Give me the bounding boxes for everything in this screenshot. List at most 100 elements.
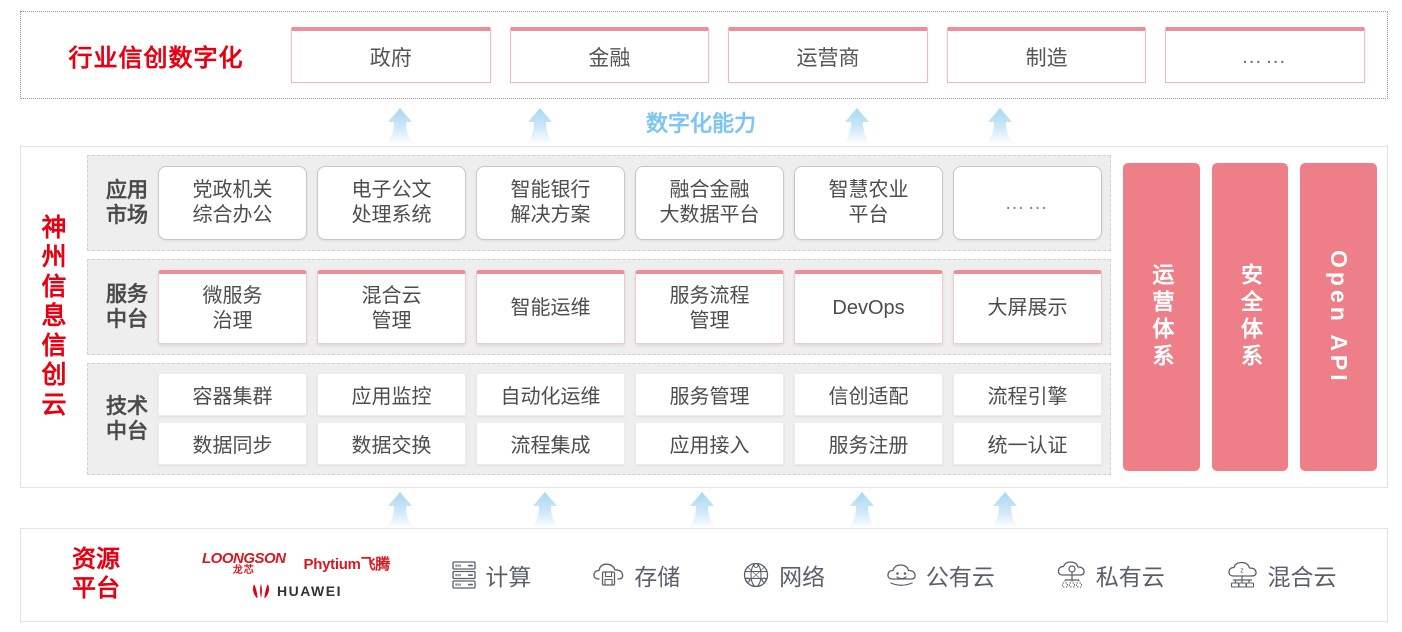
tech-cell-data-exchange[interactable]: 数据交换 (317, 422, 466, 465)
up-arrow-icon (688, 492, 716, 528)
cloud-title-char: 神 (41, 213, 67, 242)
cloud-title-char: 信 (41, 331, 67, 360)
loongson-logo-cn: 龙芯 (232, 565, 255, 576)
cell-line: 混合云 (361, 284, 422, 307)
pillar-security-system[interactable]: 安全体系 (1211, 163, 1289, 471)
pillar-open-api[interactable]: Open API (1300, 163, 1378, 471)
cell-line: 融合金融 (669, 179, 750, 201)
up-arrow-icon (848, 492, 876, 528)
tech-cell-app-monitoring[interactable]: 应用监控 (317, 373, 466, 416)
huawei-flower-icon (253, 583, 269, 598)
resource-item-label: 混合云 (1267, 564, 1337, 590)
app-cell-edoc-system[interactable]: 电子公文处理系统 (317, 166, 466, 240)
app-cell-smart-bank[interactable]: 智能银行解决方案 (476, 166, 625, 240)
tech-cell-process-engine[interactable]: 流程引擎 (953, 373, 1102, 416)
app-cell-government-office[interactable]: 党政机关综合办公 (158, 166, 307, 240)
industry-box-finance[interactable]: 金融 (509, 27, 710, 83)
cell-line: 管理 (371, 309, 412, 332)
resource-item-label: 计算 (485, 564, 532, 590)
capability-arrow-strip: 数字化能力 (0, 104, 1402, 146)
industry-box-government[interactable]: 政府 (291, 27, 491, 83)
tech-cell-service-registry[interactable]: 服务注册 (794, 422, 943, 465)
tech-cell-automated-ops[interactable]: 自动化运维 (476, 373, 625, 416)
huawei-logo: HUAWEI (250, 583, 342, 599)
huawei-logo-text: HUAWEI (277, 583, 342, 599)
layer-label-line: 技术 (106, 394, 148, 418)
private-cloud-icon (1057, 561, 1085, 588)
svc-cell-microservice-governance[interactable]: 微服务治理 (158, 270, 307, 344)
app-cell-finance-bigdata[interactable]: 融合金融大数据平台 (635, 166, 784, 240)
svc-cell-hybrid-cloud-mgmt[interactable]: 混合云管理 (317, 270, 466, 344)
resource-item-label: 公有云 (925, 564, 995, 590)
layer-label-line: 中台 (106, 420, 148, 443)
resource-item-storage[interactable]: 存储 (592, 558, 680, 592)
svc-cell-intelligent-ops[interactable]: 智能运维 (476, 270, 625, 344)
cloud-panel-title: 神 州 信 息 信 创 云 (21, 147, 87, 487)
layer-service-platform-label: 服务 中台 (96, 282, 158, 332)
cell-line: 平台 (848, 204, 889, 226)
resource-title-line: 资源 (72, 546, 120, 574)
resource-item-compute[interactable]: 计算 (451, 558, 531, 592)
tech-cell-data-sync[interactable]: 数据同步 (158, 422, 307, 465)
industry-box-list: 政府 金融 运营商 制造 …… (291, 27, 1387, 83)
industry-band: 行业信创数字化 政府 金融 运营商 制造 …… (20, 11, 1388, 99)
up-arrow-icon (991, 492, 1019, 528)
cell-line: 党政机关 (192, 179, 273, 201)
up-arrow-icon (526, 108, 554, 144)
app-market-cells: 党政机关综合办公 电子公文处理系统 智能银行解决方案 融合金融大数据平台 智慧农… (158, 166, 1102, 240)
tech-cell-unified-auth[interactable]: 统一认证 (953, 422, 1102, 465)
industry-box-telecom[interactable]: 运营商 (728, 27, 928, 83)
resource-platform-title: 资源 平台 (21, 546, 171, 604)
industry-box-more[interactable]: …… (1165, 27, 1365, 83)
tech-cell-container-cluster[interactable]: 容器集群 (158, 373, 307, 416)
layer-label-line: 中台 (106, 308, 148, 331)
loongson-logo-text: LOONGSON (202, 550, 286, 567)
cell-line: 微服务 (202, 284, 263, 307)
cell-line: 智慧农业 (828, 179, 909, 201)
resource-item-network[interactable]: 网络 (741, 558, 825, 592)
up-arrow-icon (531, 492, 559, 528)
hybrid-cloud-icon: z (1227, 561, 1257, 588)
pillar-label: 运营体系 (1149, 263, 1175, 371)
layer-tech-platform-label: 技术 中台 (96, 394, 158, 444)
app-cell-more[interactable]: …… (953, 166, 1102, 240)
network-globe-icon (743, 562, 769, 588)
cell-line: 智能银行 (510, 179, 591, 201)
cell-line: 处理系统 (351, 204, 432, 226)
resource-item-private-cloud[interactable]: 私有云 (1056, 558, 1165, 592)
app-cell-smart-agriculture[interactable]: 智慧农业平台 (794, 166, 943, 240)
tech-cell-xinchuang-adaptation[interactable]: 信创适配 (794, 373, 943, 416)
up-arrow-icon (386, 492, 414, 528)
resource-item-label: 私有云 (1095, 564, 1165, 590)
industry-box-manufacturing[interactable]: 制造 (946, 27, 1147, 83)
pillar-list: 运营体系 安全体系 Open API (1119, 155, 1378, 479)
layer-label-line: 应用 (106, 178, 148, 202)
layer-label-line: 服务 (106, 282, 148, 306)
resource-item-public-cloud[interactable]: 公有云 (886, 558, 995, 592)
cloud-layer-list: 应用 市场 党政机关综合办公 电子公文处理系统 智能银行解决方案 融合金融大数据… (87, 155, 1111, 479)
cell-line: 治理 (212, 309, 253, 332)
tech-cell-app-access[interactable]: 应用接入 (635, 422, 784, 465)
service-platform-cells: 微服务治理 混合云管理 智能运维 服务流程管理 DevOps 大屏展示 (158, 270, 1102, 344)
resource-item-hybrid-cloud[interactable]: z 混合云 (1226, 558, 1337, 592)
cloud-title-char: 信 (41, 272, 67, 301)
up-arrow-icon (843, 108, 871, 144)
pillar-label: 安全体系 (1238, 263, 1263, 371)
tech-cell-service-mgmt[interactable]: 服务管理 (635, 373, 784, 416)
layer-tech-platform: 技术 中台 容器集群 应用监控 自动化运维 服务管理 信创适配 流程引擎 数据同… (87, 363, 1111, 475)
cloud-panel: 神 州 信 息 信 创 云 应用 市场 党政机关综合办公 电子公文处理系统 (20, 146, 1388, 488)
svg-text:z: z (1240, 568, 1244, 575)
cloud-title-char: 州 (41, 243, 67, 272)
industry-band-title: 行业信创数字化 (68, 44, 244, 72)
pillar-operations-system[interactable]: 运营体系 (1123, 163, 1200, 471)
svc-cell-large-screen-display[interactable]: 大屏展示 (953, 270, 1102, 344)
cloud-title-char: 息 (41, 302, 67, 331)
up-arrow-icon (386, 108, 414, 144)
svc-cell-devops[interactable]: DevOps (794, 270, 943, 344)
layer-label-line: 市场 (106, 204, 148, 227)
pillar-label: Open API (1326, 249, 1353, 385)
svc-cell-service-process-mgmt[interactable]: 服务流程管理 (635, 270, 784, 344)
tech-cell-process-integration[interactable]: 流程集成 (476, 422, 625, 465)
cloud-title-char: 创 (41, 361, 67, 390)
public-cloud-icon (887, 564, 916, 586)
